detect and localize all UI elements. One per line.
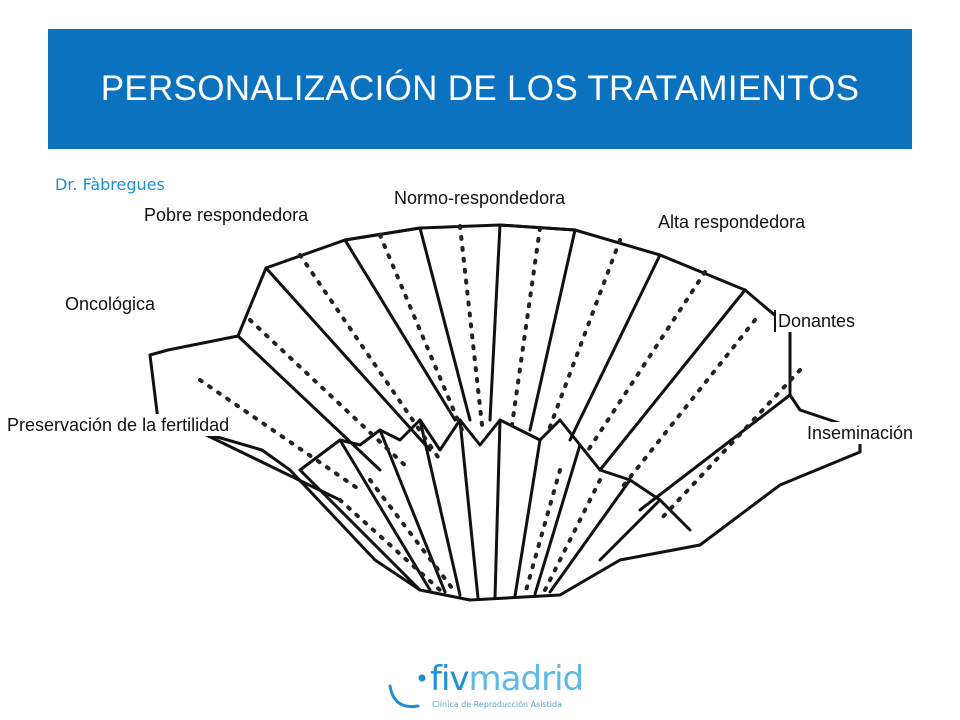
fan-crown [298,418,692,532]
logo-fiv-part: fiv [430,659,470,699]
label-normo-respondedora: Normo-respondedora [392,187,568,209]
label-alta-respondedora: Alta respondedora [656,211,808,233]
logo-madrid-part: madrid [468,659,585,699]
label-pobre-respondedora: Pobre respondedora [142,204,311,226]
logo-name: fivmadrid [430,659,585,699]
fivmadrid-logo-icon [388,674,426,709]
logo-subtitle: Clínica de Reproducción Asistida [432,700,562,709]
fan-rib [236,334,382,472]
fan-rib [598,288,747,472]
author-label: Dr. Fàbregues [55,175,165,194]
slide-title: PERSONALIZACIÓN DE LOS TRATAMIENTOS [100,69,860,108]
fan-rib [264,266,432,452]
label-inseminacion: Inseminación [805,422,916,444]
fan-rib [343,238,457,422]
fan-rib [568,253,662,442]
fan-rib [488,223,502,422]
title-banner: PERSONALIZACIÓN DE LOS TRATAMIENTOS [48,29,912,149]
label-oncologica: Oncológica [63,293,158,315]
logo-wordmark: fivmadrid [430,659,585,699]
label-preservacion-fertilidad: Preservación de la fertilidad [5,414,232,436]
fan-rib [418,226,472,422]
fan-rib [528,228,577,432]
label-donantes: Donantes [774,310,858,332]
fan-rib [638,393,792,512]
fan-outline [148,223,862,602]
